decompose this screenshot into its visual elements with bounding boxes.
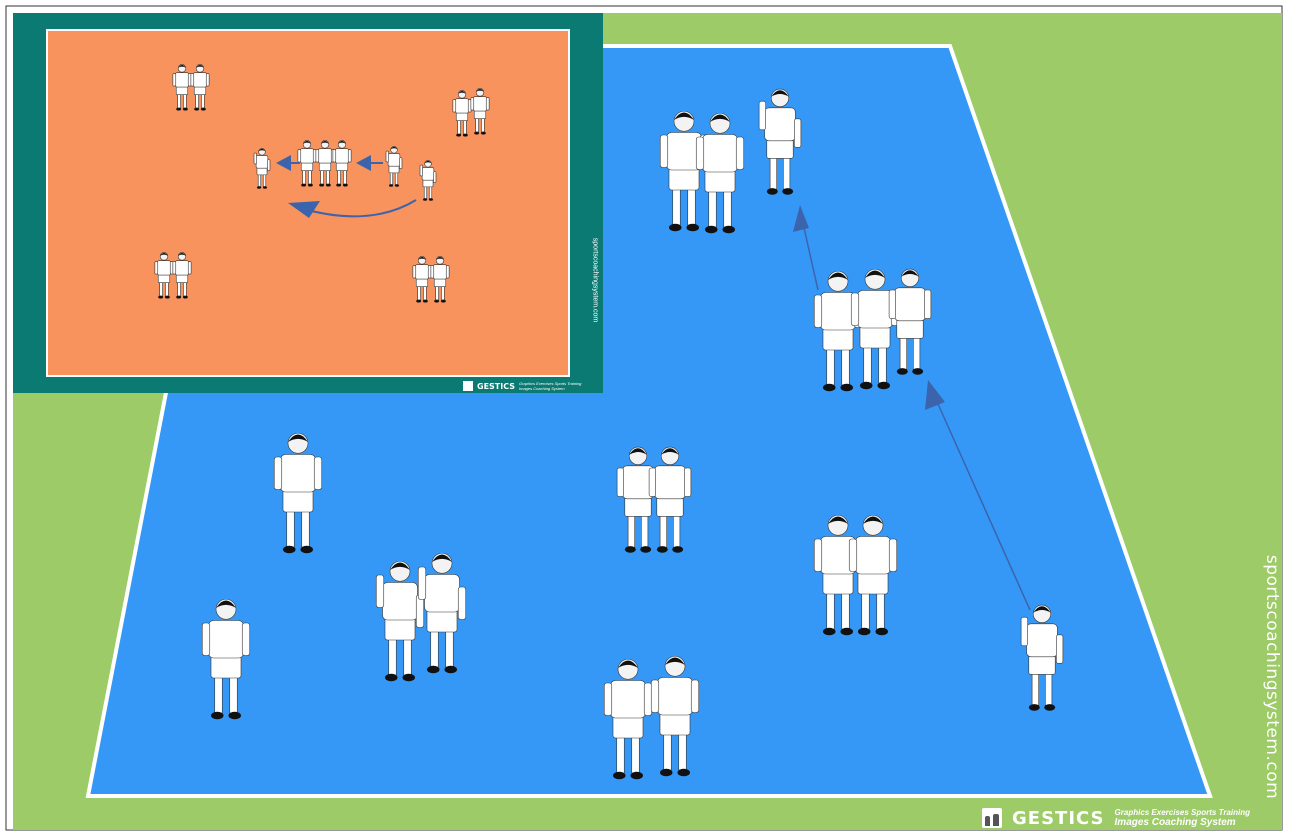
inset-brand: GESTICS Graphics Exercises Sports Traini…: [463, 380, 581, 392]
watermark: sportscoachingsystem.com: [1256, 555, 1288, 800]
gestics-logo-icon: [982, 808, 1002, 828]
brand-tagline: Graphics Exercises Sports Training Image…: [1115, 808, 1250, 828]
watermark-text: sportscoachingsystem.com: [1262, 555, 1282, 799]
gestics-brand: GESTICS Graphics Exercises Sports Traini…: [982, 806, 1250, 830]
inset-watermark: sportscoachingsystem.com: [588, 200, 602, 360]
inset-watermark-text: sportscoachingsystem.com: [592, 238, 599, 322]
brand-tagline-2: Images Coaching System: [1115, 818, 1250, 828]
inset-brand-tagline: Graphics Exercises Sports Training Image…: [519, 381, 581, 391]
inset-tagline-2: Images Coaching System: [519, 386, 581, 391]
brand-name: GESTICS: [1012, 808, 1105, 829]
gestics-logo-icon: [463, 381, 473, 391]
inset-diagram: [13, 13, 603, 393]
inset-brand-name: GESTICS: [477, 382, 515, 391]
